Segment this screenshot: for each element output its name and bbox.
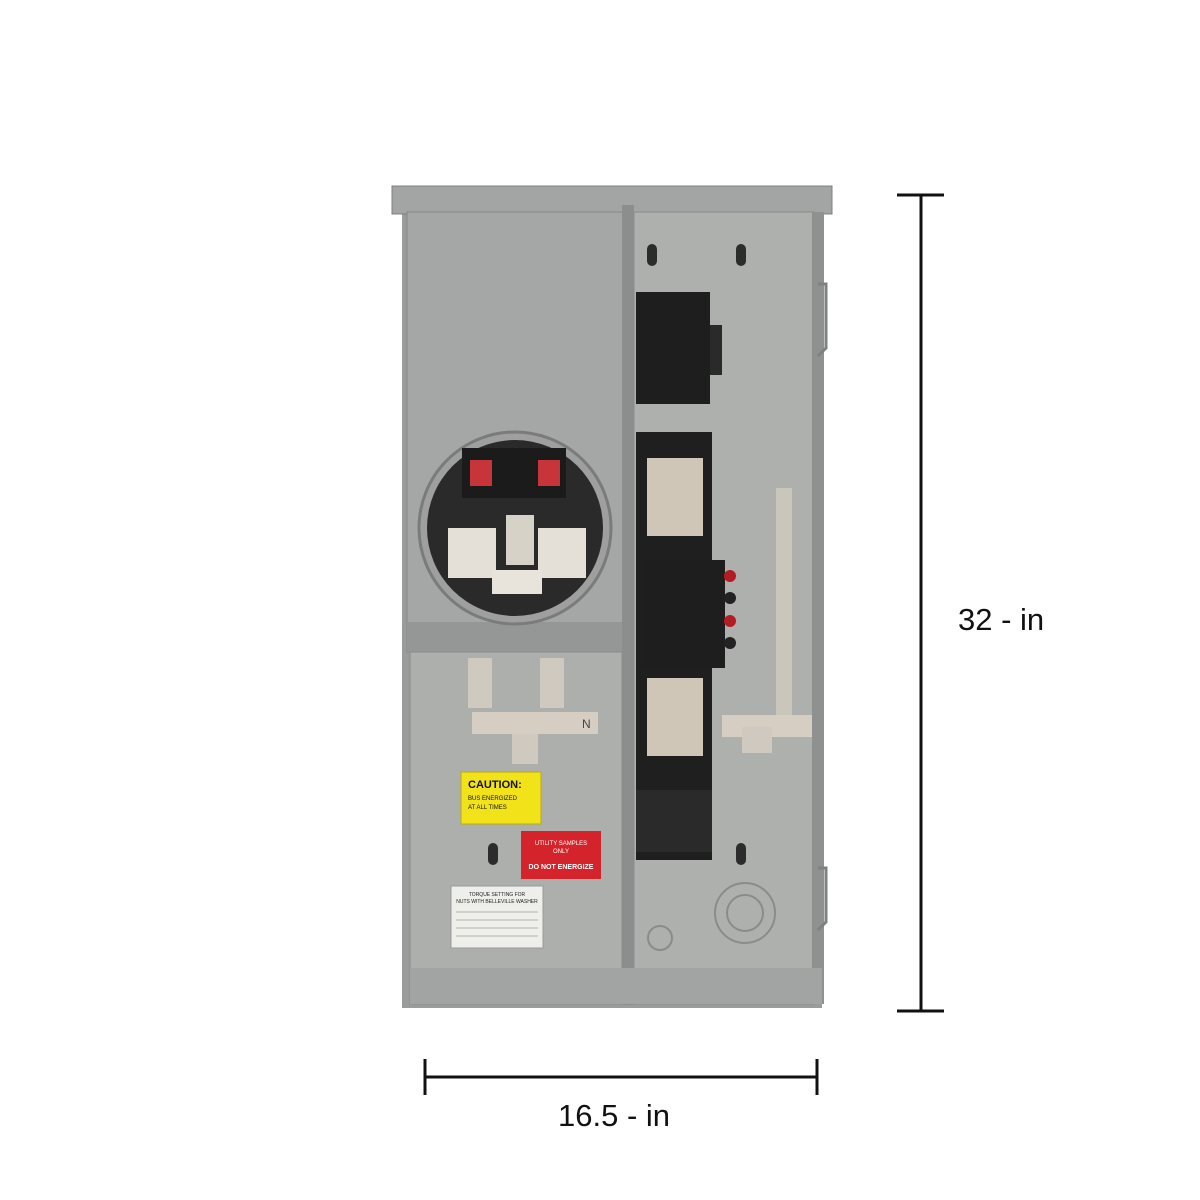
do-not-energize-text: DO NOT ENERGIZE <box>529 864 594 871</box>
torque-title2: NUTS WITH BELLEVILLE WASHER <box>456 899 538 905</box>
branch-breakers <box>643 560 736 668</box>
neutral-mark: N <box>582 717 591 731</box>
side-handles <box>816 282 828 932</box>
do-not-energize-label: UTILITY SAMPLES ONLY DO NOT ENERGIZE <box>521 831 601 879</box>
main-breaker <box>636 292 722 404</box>
width-dimension <box>423 1059 819 1095</box>
mounting-slots <box>488 244 746 865</box>
height-dimension <box>897 193 944 1013</box>
knockouts <box>647 882 776 951</box>
line-lugs: N <box>468 658 598 764</box>
utility-line2: ONLY <box>553 849 569 855</box>
caution-label: CAUTION: BUS ENERGIZED AT ALL TIMES <box>460 771 542 825</box>
meter-socket <box>417 430 613 626</box>
height-label: 32 - in <box>958 602 1045 637</box>
torque-title1: TORQUE SETTING FOR <box>469 892 526 898</box>
width-label: 16.5 - in <box>558 1098 671 1133</box>
utility-line1: UTILITY SAMPLES <box>535 841 587 847</box>
torque-label: TORQUE SETTING FOR NUTS WITH BELLEVILLE … <box>450 885 544 949</box>
caution-line1: BUS ENERGIZED <box>468 796 518 802</box>
caution-line2: AT ALL TIMES <box>468 805 507 811</box>
neutral-bar <box>722 488 812 753</box>
caution-title: CAUTION: <box>468 779 522 791</box>
